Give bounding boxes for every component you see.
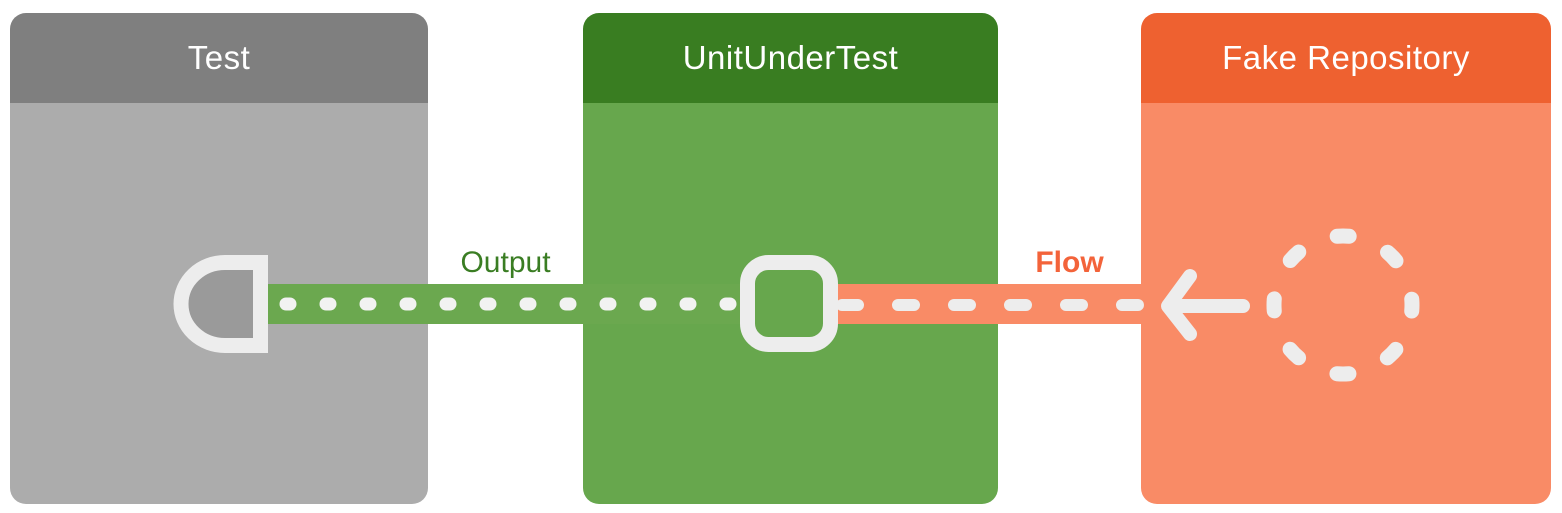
- flow-label: Flow: [1035, 246, 1104, 279]
- box-fake-repository: Fake Repository: [1141, 13, 1551, 504]
- box-fake-repository-header: Fake Repository: [1141, 13, 1551, 103]
- box-test: Test: [10, 13, 428, 504]
- box-fake-repository-title: Fake Repository: [1222, 39, 1470, 76]
- output-band: [264, 284, 741, 324]
- flow-band: [836, 284, 1141, 324]
- box-unit-under-test-header: UnitUnderTest: [583, 13, 998, 103]
- output-label: Output: [460, 246, 551, 279]
- box-test-header: Test: [10, 13, 428, 103]
- box-fake-repository-body: [1141, 103, 1551, 504]
- box-unit-under-test: UnitUnderTest: [583, 13, 998, 504]
- box-unit-under-test-title: UnitUnderTest: [682, 39, 899, 76]
- box-test-title: Test: [187, 39, 251, 76]
